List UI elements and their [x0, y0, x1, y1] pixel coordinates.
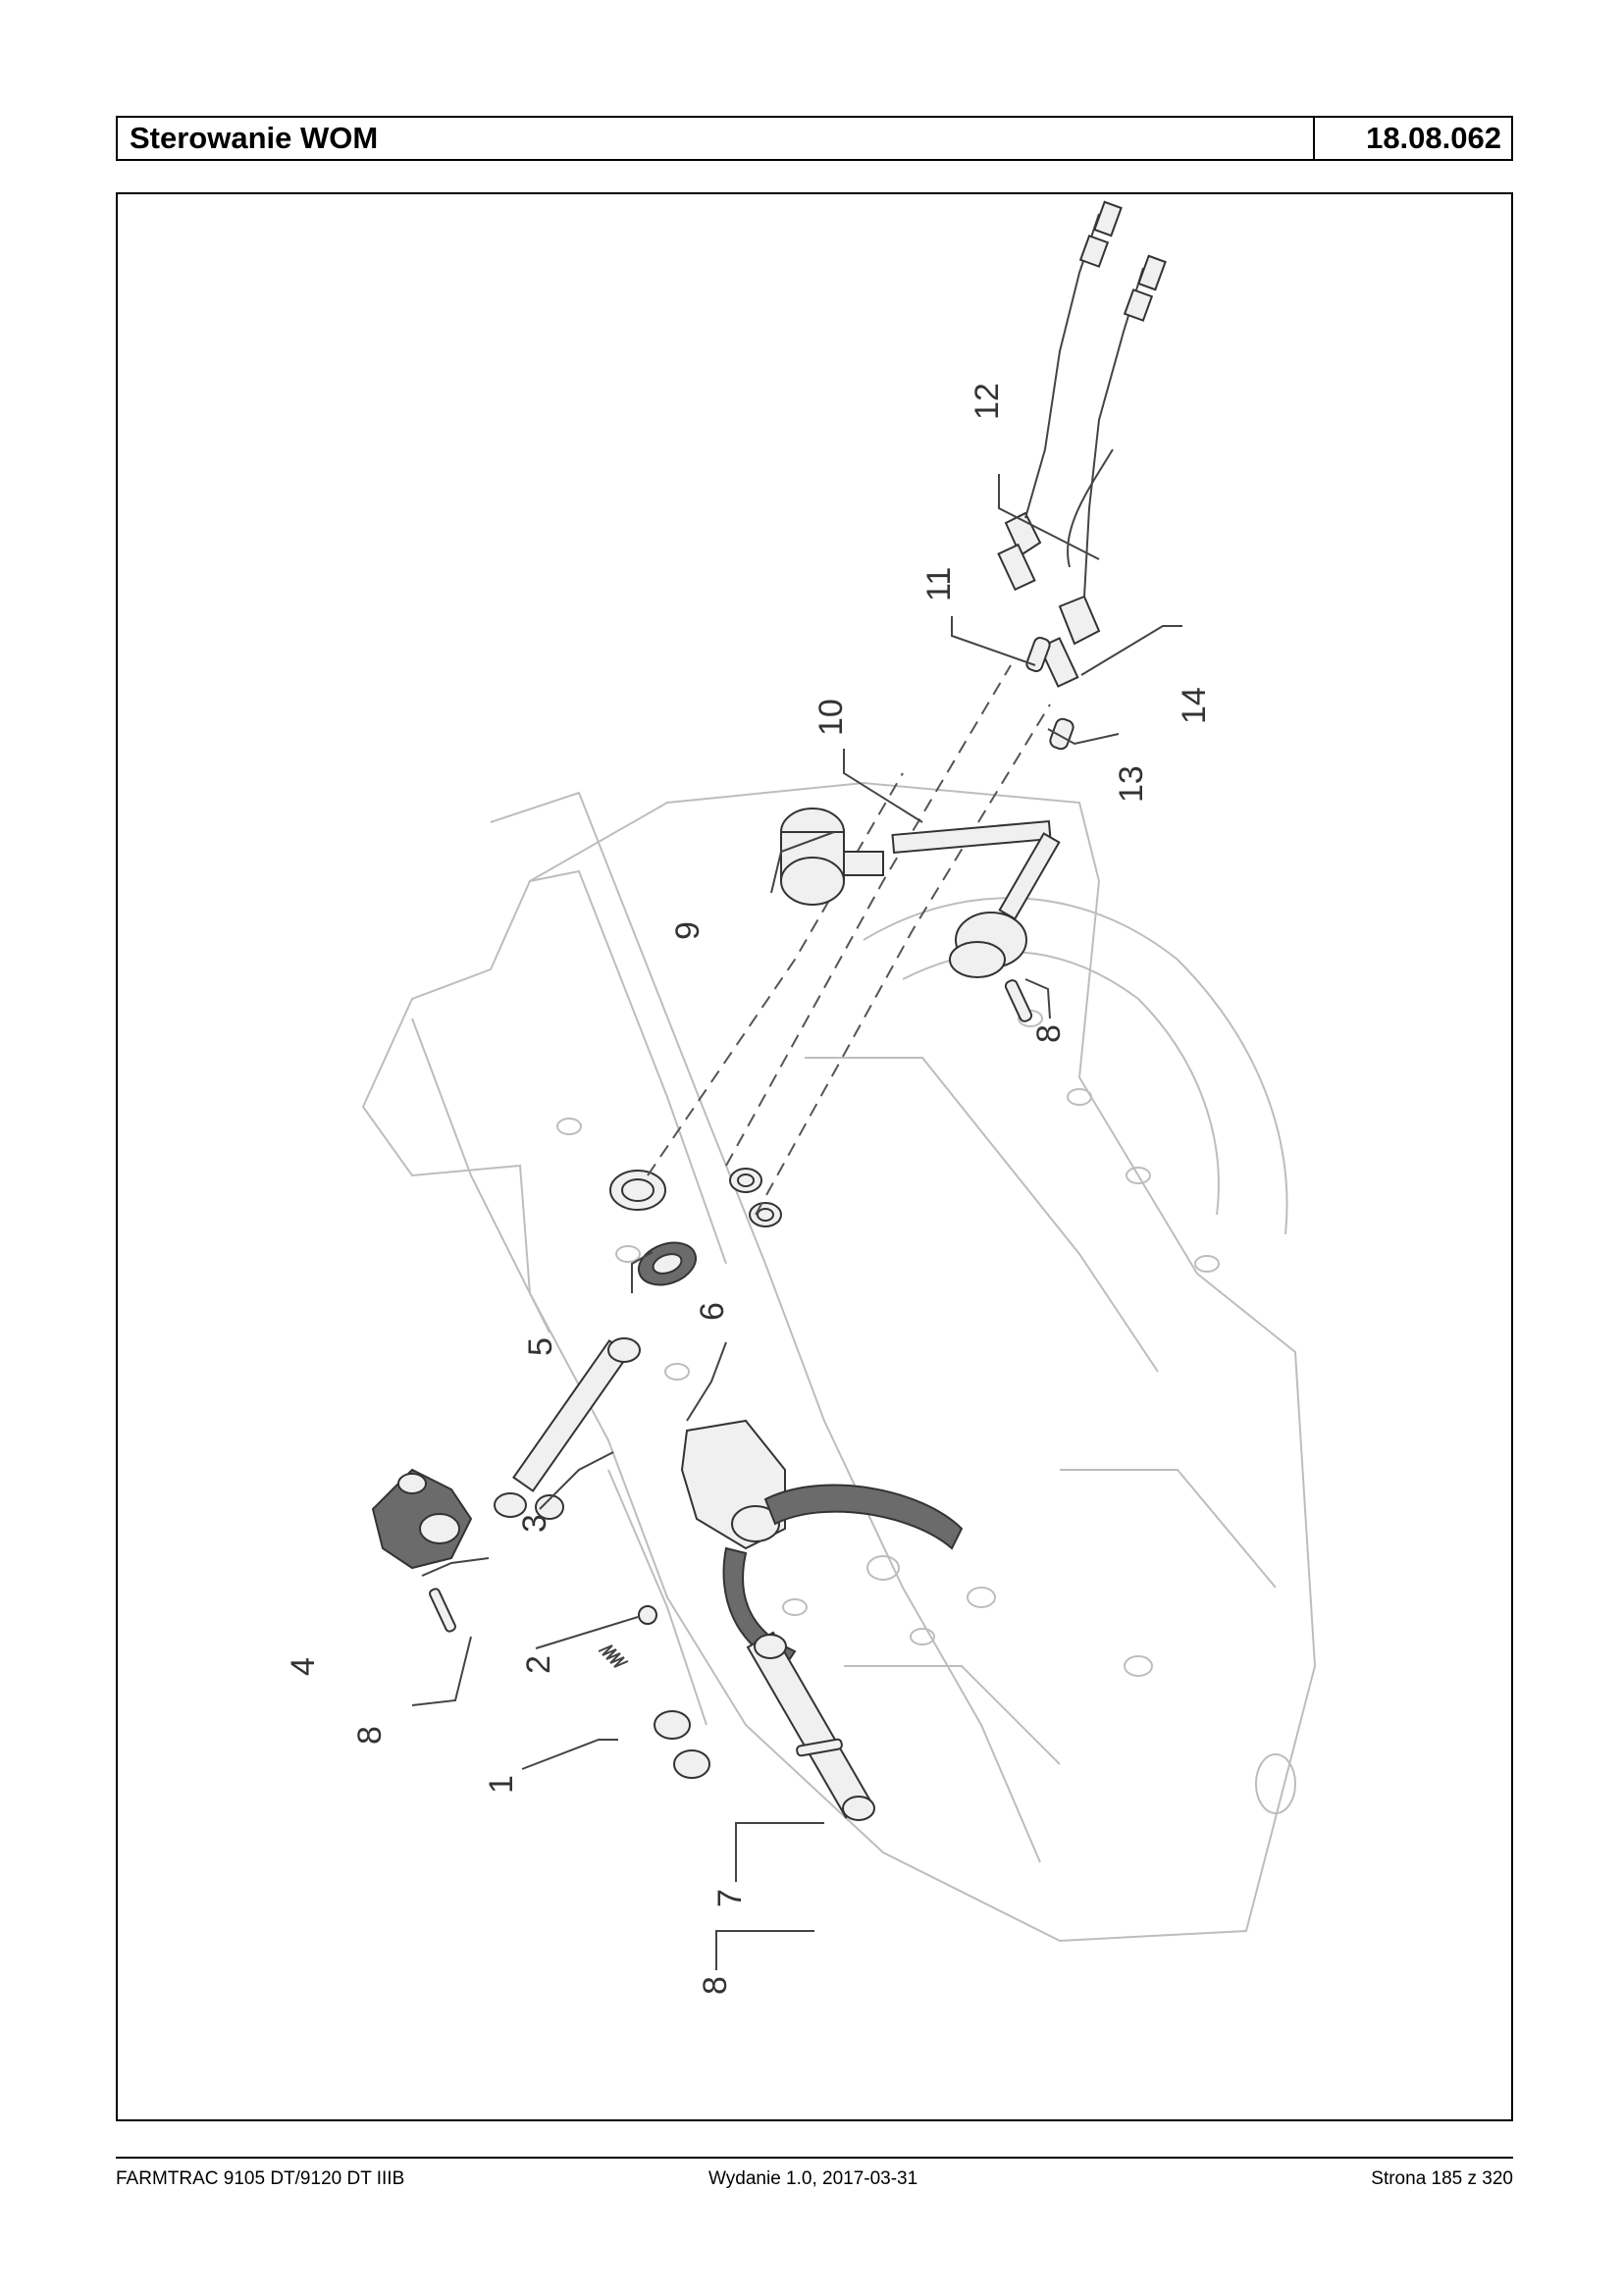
callout-3: 3: [516, 1514, 553, 1533]
footer-page-number: Strona 185 z 320: [1371, 2168, 1513, 2189]
callout-12: 12: [969, 383, 1006, 420]
pin-8-upper: [1004, 979, 1033, 1022]
lever-3: [494, 1337, 641, 1520]
section-title: Sterowanie WOM: [118, 118, 1315, 159]
ball-2: [638, 1605, 657, 1625]
callout-6: 6: [694, 1302, 731, 1321]
page-footer: FARMTRAC 9105 DT/9120 DT IIIB Wydanie 1.…: [116, 2168, 1513, 2198]
callout-8-bottom: 8: [697, 1976, 734, 1995]
pin-11: [1025, 636, 1051, 673]
callout-14: 14: [1176, 687, 1213, 724]
callout-2: 2: [520, 1655, 557, 1674]
callout-leaders: [411, 474, 1182, 1970]
sensor-12: [997, 200, 1123, 592]
exploded-view-drawing: 12 11 10 13 14 9 8 5 6 3 4 8 2 1 7 8: [285, 200, 1317, 1995]
pin-13: [1049, 717, 1074, 751]
page-header: Sterowanie WOM 18.08.062: [116, 116, 1513, 161]
callout-8-upper: 8: [1030, 1024, 1068, 1043]
callout-1: 1: [483, 1775, 520, 1794]
callout-numbers: 12 11 10 13 14 9 8 5 6 3 4 8 2 1 7 8: [285, 383, 1213, 1995]
sensor-14: [1038, 254, 1167, 688]
seal-5: [637, 1241, 698, 1286]
shaft-7: [746, 1631, 875, 1821]
exploded-view-figure: 12 11 10 13 14 9 8 5 6 3 4 8 2 1 7 8: [116, 192, 1513, 2121]
callout-10: 10: [812, 699, 850, 736]
section-code: 18.08.062: [1366, 121, 1501, 155]
callout-9: 9: [669, 921, 707, 940]
callout-7: 7: [711, 1889, 749, 1907]
footer-model: FARMTRAC 9105 DT/9120 DT IIIB: [116, 2168, 405, 2189]
callout-11: 11: [920, 567, 958, 601]
footer-rule: [116, 2157, 1513, 2159]
callout-8-left: 8: [351, 1726, 389, 1745]
footer-edition: Wydanie 1.0, 2017-03-31: [708, 2168, 918, 2189]
callout-4: 4: [285, 1657, 322, 1676]
bracket-4: [371, 1468, 473, 1570]
housing-bores: [609, 1168, 782, 1779]
pin-8-bottom: [796, 1738, 843, 1757]
knob-9: [780, 808, 884, 906]
assembly-lines: [647, 664, 1051, 1216]
callout-5: 5: [522, 1337, 559, 1356]
shaft-10: [891, 819, 1061, 978]
spring-1: [598, 1644, 629, 1668]
fork-6: [680, 1419, 964, 1668]
callout-13: 13: [1113, 765, 1150, 803]
pin-8-left: [429, 1588, 456, 1633]
